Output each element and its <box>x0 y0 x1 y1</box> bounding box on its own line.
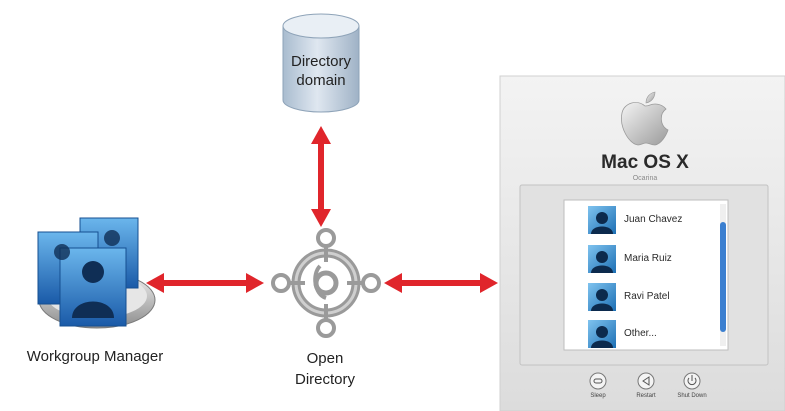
sleep-icon <box>589 372 607 390</box>
apple-logo-icon <box>621 91 669 146</box>
restart-icon <box>637 372 655 390</box>
user-avatar-icon <box>588 206 616 234</box>
workgroup-manager-label: Workgroup Manager <box>26 348 164 365</box>
user-name[interactable]: Other... <box>624 328 657 339</box>
user-name[interactable]: Maria Ruiz <box>624 253 672 264</box>
database-icon <box>282 13 360 113</box>
open-directory-icon <box>271 228 381 338</box>
user-avatar-icon <box>588 245 616 273</box>
restart-button-label[interactable]: Restart <box>636 393 656 399</box>
directory-domain-label-line2: domain <box>296 72 346 89</box>
power-icon <box>683 372 701 390</box>
os-subtitle: Ocarina <box>632 175 658 182</box>
arrow-od-to-login <box>384 273 498 293</box>
workgroup-manager-icon <box>37 217 156 329</box>
shut-down-button-label[interactable]: Shut Down <box>677 393 707 399</box>
os-title: Mac OS X <box>601 152 689 173</box>
user-avatar-icon <box>588 283 616 311</box>
open-directory-label: Open Directory <box>270 348 380 390</box>
user-name[interactable]: Ravi Patel <box>624 291 670 302</box>
arrow-wgm-to-od <box>146 273 264 293</box>
user-avatar-icon <box>588 320 616 348</box>
login-window <box>499 75 785 411</box>
directory-domain-label-line1: Directory <box>290 53 351 70</box>
sleep-button-label[interactable]: Sleep <box>590 393 606 399</box>
open-directory-label-line2: Directory <box>294 371 355 388</box>
directory-domain-label: Directory domain <box>276 52 366 90</box>
open-directory-label-line1: Open <box>306 350 344 367</box>
user-name[interactable]: Juan Chavez <box>624 214 683 225</box>
arrow-domain-to-od <box>311 126 331 227</box>
